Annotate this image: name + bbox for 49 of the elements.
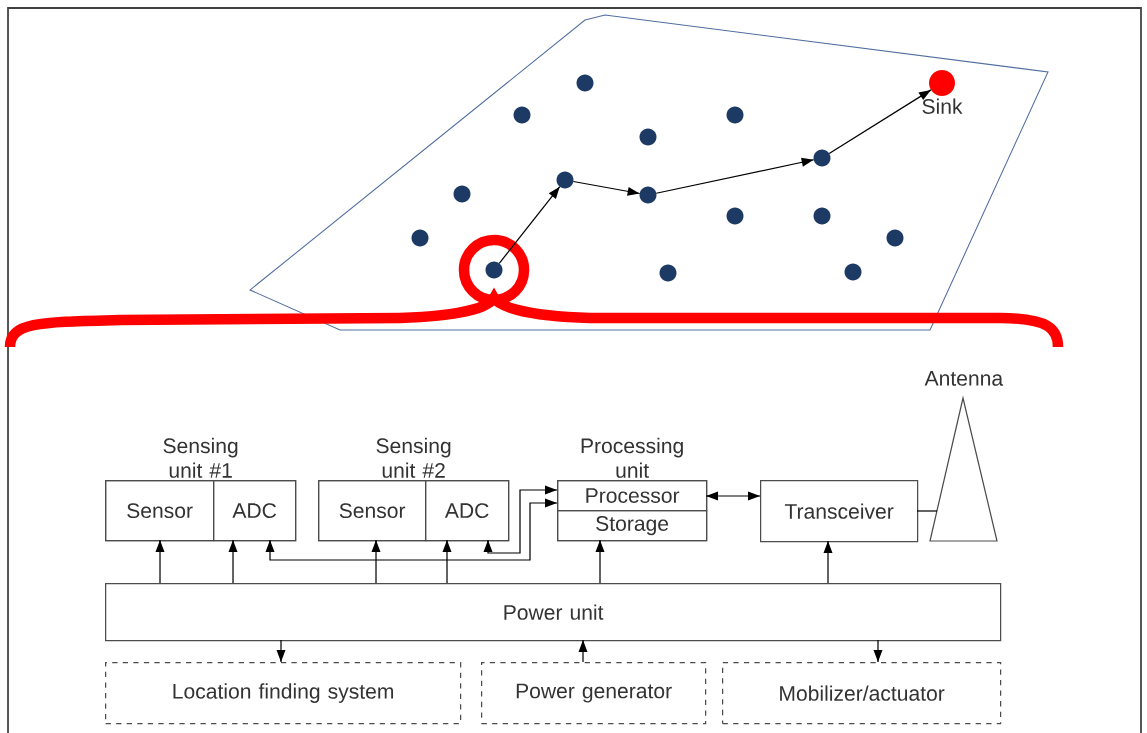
sensor-node	[576, 74, 594, 92]
arrow	[228, 539, 238, 584]
arrow	[873, 639, 883, 663]
sensor-node	[726, 207, 744, 225]
arrow	[572, 180, 641, 196]
node-label: Sensing unit #1	[163, 437, 238, 478]
sensor-node	[726, 106, 744, 124]
node-label: Sink	[922, 98, 963, 114]
sensor-node	[813, 207, 831, 225]
component-box: Sensor	[105, 480, 215, 542]
arrow	[578, 639, 588, 663]
component-box: Power unit	[105, 583, 1002, 642]
sensor-node	[485, 261, 503, 279]
arrow	[498, 186, 561, 264]
component-box: Storage	[557, 510, 708, 542]
arrow	[371, 539, 381, 584]
arrow	[442, 539, 452, 584]
sensor-node	[844, 263, 862, 281]
sensor-node	[513, 106, 531, 124]
antenna: Antenna	[924, 371, 1004, 542]
node-label: Processing unit	[581, 437, 683, 478]
arrow	[276, 639, 286, 663]
sensor-node	[639, 186, 657, 204]
arrow	[265, 498, 558, 561]
sensor-node	[556, 171, 574, 189]
sensor-node	[453, 185, 471, 203]
sensor-node	[411, 229, 429, 247]
node-label: Sensing unit #2	[376, 437, 451, 478]
component-box: Processor	[557, 480, 708, 512]
component-box: ADC	[213, 480, 297, 542]
component-box: ADC	[425, 480, 510, 542]
sensor-node	[886, 229, 904, 247]
component-box: Transceiver	[760, 480, 919, 543]
sink-node: Sink	[922, 70, 963, 114]
node-label: Antenna	[924, 371, 1004, 386]
arrow	[595, 539, 605, 584]
component-box: Power generator	[481, 662, 707, 725]
component-box: Sensor	[318, 480, 427, 542]
sensor-node	[659, 264, 677, 282]
sensor-node	[639, 128, 657, 146]
arrow	[483, 485, 558, 554]
component-box: Mobilizer/actuator	[722, 662, 1002, 725]
component-box: Location finding system	[105, 662, 462, 725]
arrow	[705, 491, 761, 501]
arrow	[828, 89, 932, 155]
arrow	[823, 540, 833, 584]
arrow	[155, 539, 165, 584]
arrow	[655, 157, 815, 194]
sensor-node	[813, 149, 831, 167]
